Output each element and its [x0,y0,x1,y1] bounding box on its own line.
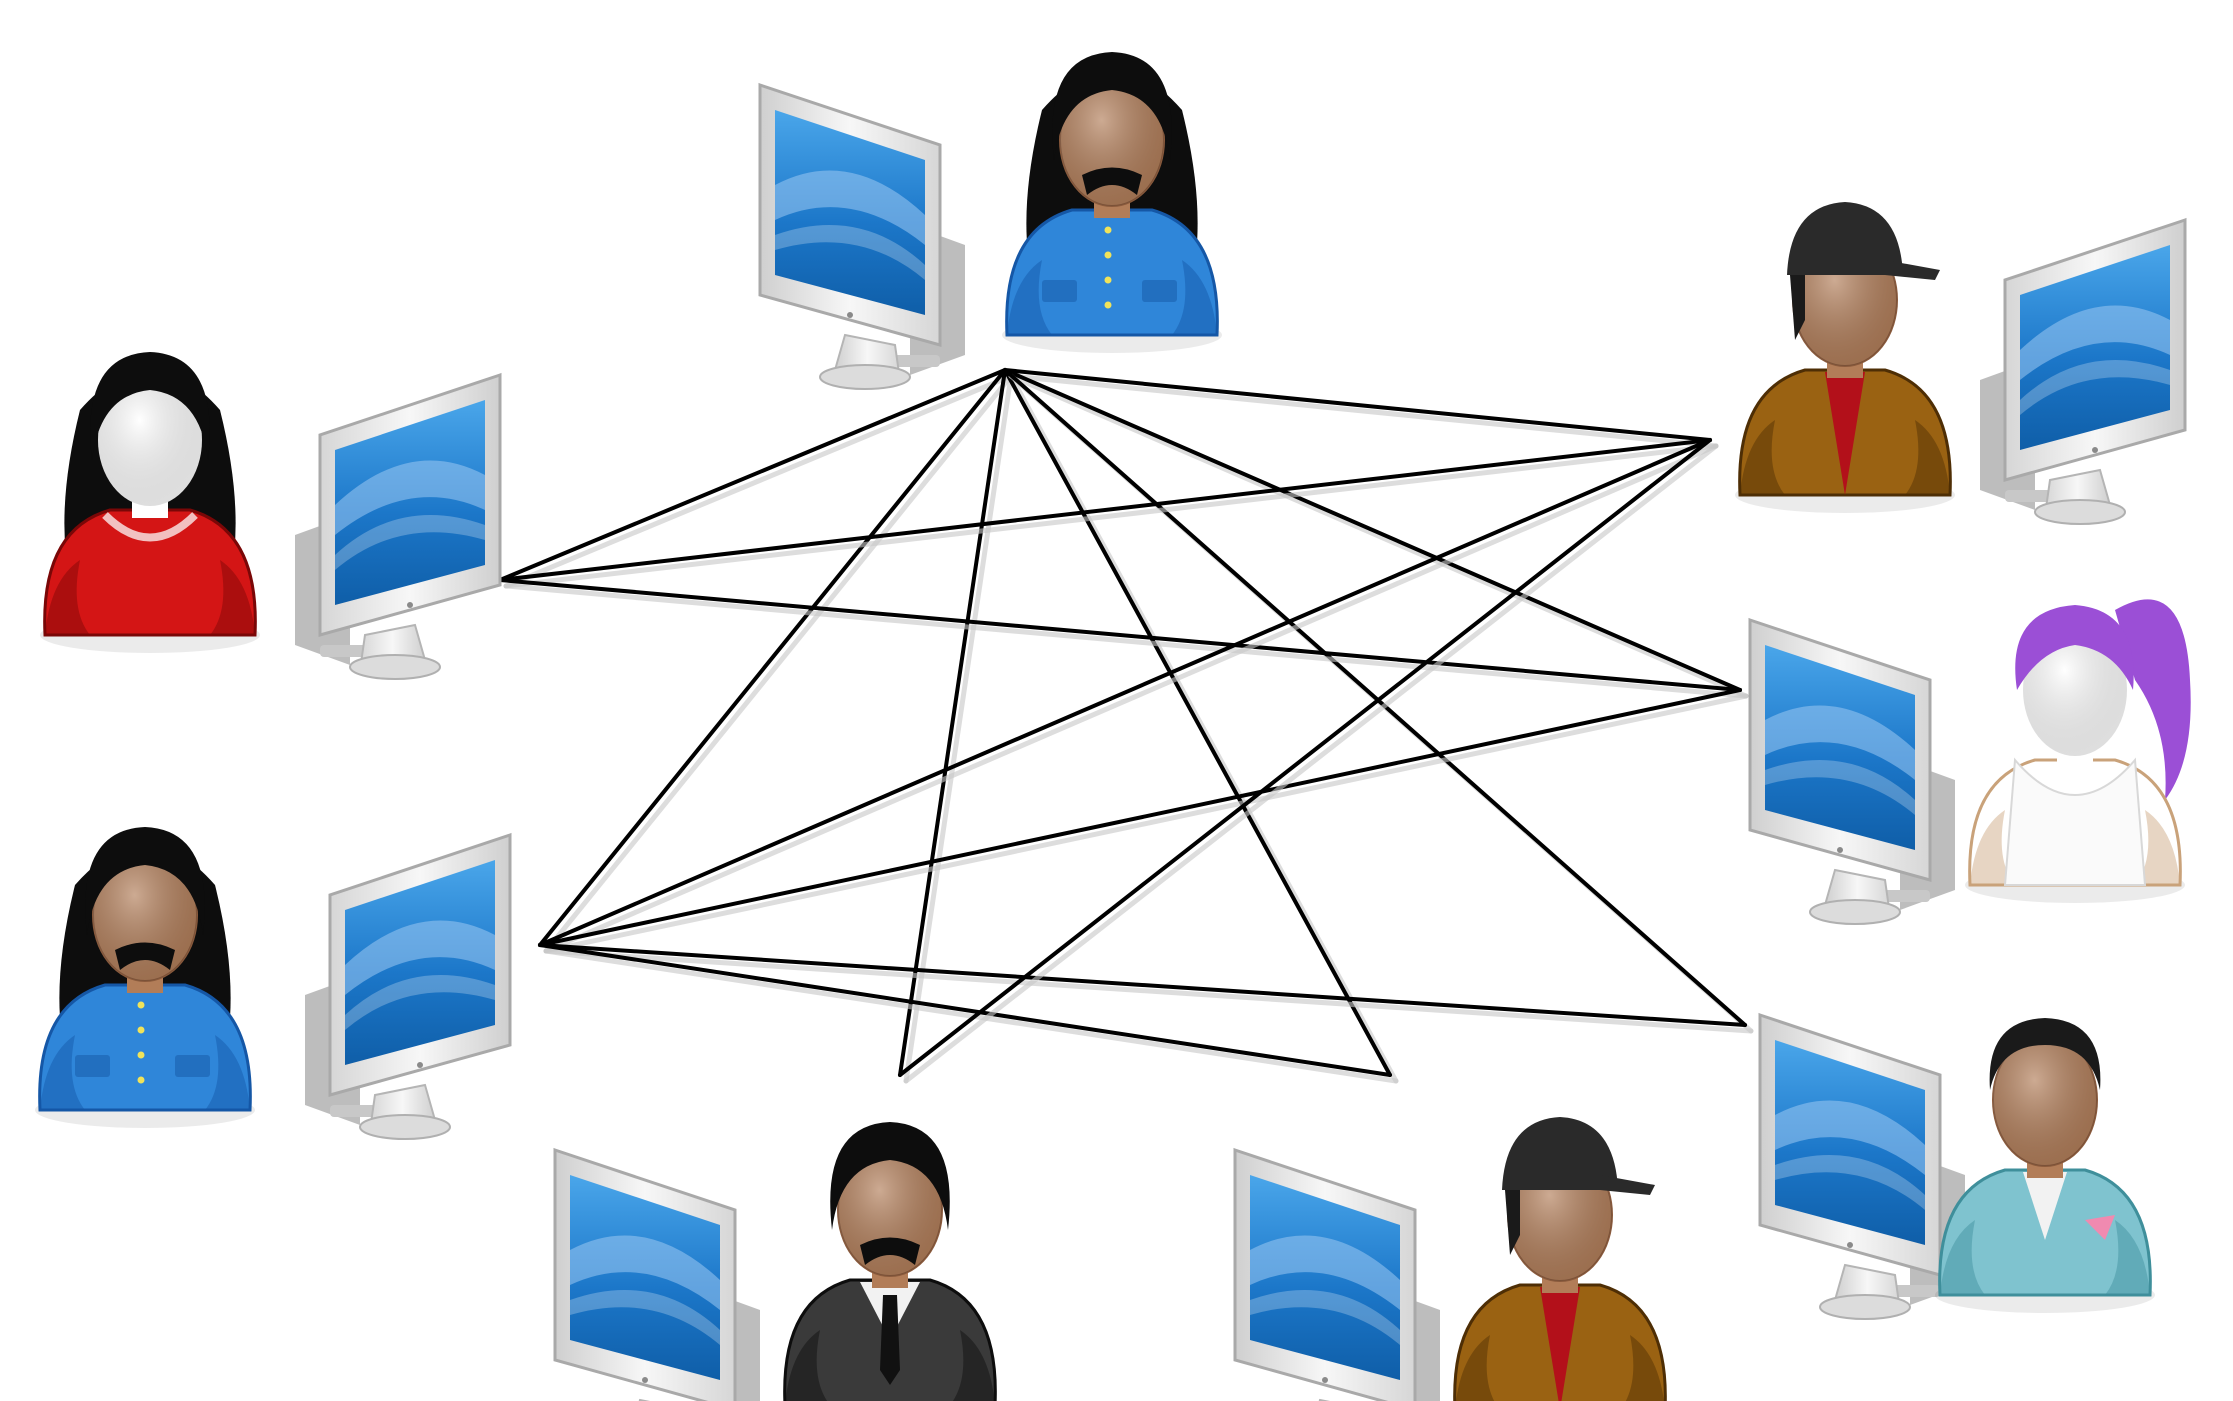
network-node-left-lower [35,827,512,1140]
connection-line [538,943,1399,1084]
connection-line [898,368,1014,1084]
connection-line [1003,368,1749,699]
connection-line [1003,368,1399,1084]
connection-line [498,438,1719,589]
woman-long-black-hair-red-top-icon [40,352,260,653]
desktop-computer-icon [295,372,502,680]
man-cap-brown-jacket-icon [1735,202,1955,513]
connection-line [1003,368,1754,1034]
connection-line [498,578,1749,699]
network-node-right-top [1735,202,2187,525]
connection-line [538,438,1719,954]
man-black-suit-tie-icon [782,1122,998,1401]
man-long-hair-mustache-blue-shirt-icon [35,827,255,1128]
network-node-top-center [758,52,1222,390]
connection-line [538,688,1749,954]
network-node-left-upper [40,352,502,680]
man-long-hair-mustache-blue-shirt-icon [1002,52,1222,353]
network-node-right-middle [1748,599,2191,925]
connection-line [498,368,1014,589]
desktop-computer-icon [1748,617,1955,925]
connection-line [1003,368,1719,449]
network-nodes [35,52,2191,1401]
desktop-computer-icon [305,832,512,1140]
network-node-right-bottom [1758,1012,2155,1320]
woman-purple-ponytail-white-tank-top-icon [1965,599,2191,903]
desktop-computer-icon [1758,1012,1965,1320]
connection-line [538,368,1014,954]
desktop-computer-icon [1233,1147,1440,1401]
man-short-hair-light-blue-jacket-icon [1935,1018,2155,1313]
desktop-computer-icon [1980,217,2187,525]
connection-lines [498,368,1754,1084]
connection-line [898,438,1719,1084]
man-cap-brown-jacket-icon [1453,1117,1667,1401]
desktop-computer-icon [758,82,965,390]
desktop-computer-icon [553,1147,760,1401]
connection-line [538,943,1754,1034]
network-node-bottom-left [553,1122,998,1401]
network-node-bottom-center [1233,1117,1667,1401]
